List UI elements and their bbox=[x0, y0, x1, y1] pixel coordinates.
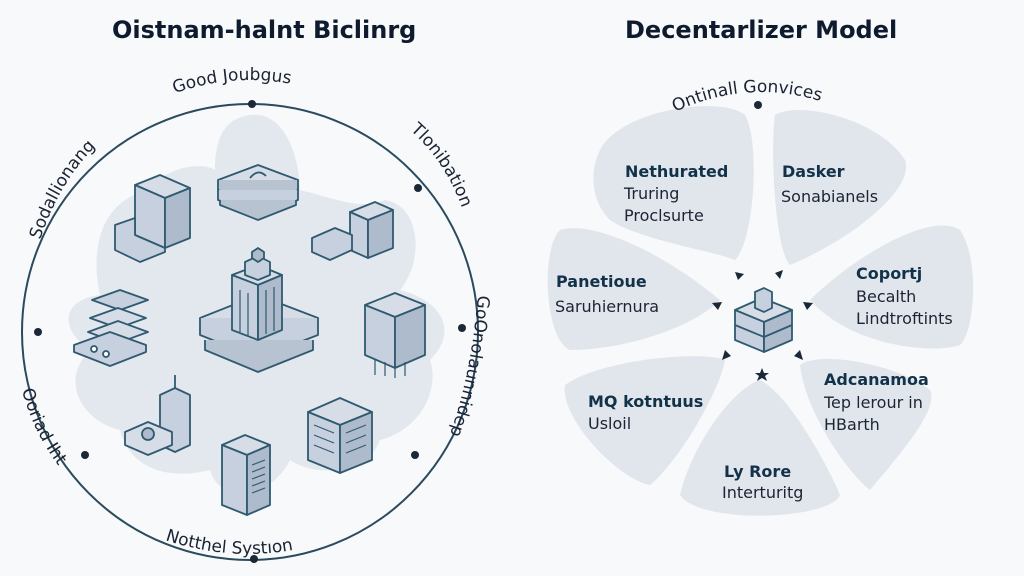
petal-5-line-1: HBarth bbox=[824, 415, 880, 434]
arrow-icon bbox=[775, 270, 783, 279]
server-building-icon bbox=[114, 174, 191, 263]
petal-5-title: Adcanamoa bbox=[824, 370, 929, 389]
ring-label-bottom: Notthel Systıon bbox=[164, 526, 295, 559]
hub-server-icon bbox=[734, 287, 793, 353]
petal-6-title: Ly Rore bbox=[724, 462, 792, 481]
hub-arrows bbox=[712, 270, 813, 381]
layered-storage-icon bbox=[73, 289, 149, 367]
data-center-icon bbox=[307, 397, 373, 474]
ring-label-top-left: Sodallionang bbox=[26, 136, 99, 242]
ring-label-top-right: Tlonibation bbox=[406, 118, 476, 210]
petal-1-line-0: Sonabianels bbox=[781, 187, 879, 206]
ring-label-bottom-left: Ooriad Iht bbox=[17, 386, 71, 469]
ring-label-right: GoOnolaunnidep bbox=[445, 295, 493, 440]
ring-label-top: Good Joubgus bbox=[170, 65, 293, 98]
petal-mq bbox=[564, 356, 725, 485]
network-device-icon bbox=[311, 201, 394, 261]
petal-3-title: Coportj bbox=[856, 264, 923, 283]
office-building-icon bbox=[364, 292, 426, 378]
arc-dot bbox=[754, 101, 762, 109]
petal-6-line-0: Interturitg bbox=[722, 483, 804, 502]
petal-adcanamoa bbox=[800, 359, 932, 490]
ring-node-dots bbox=[34, 100, 466, 563]
arrow-icon bbox=[794, 350, 803, 360]
star-icon bbox=[755, 368, 769, 381]
petal-3-line-1: Lindtroftints bbox=[856, 309, 953, 328]
ring-dot-bottom bbox=[250, 555, 258, 563]
petal-2-line-0: Saruhiernura bbox=[555, 297, 660, 316]
arrow-icon bbox=[803, 302, 813, 310]
petal-nethurated bbox=[593, 106, 754, 260]
right-diagram-title: Decentarlizer Model bbox=[625, 16, 898, 44]
arrow-icon bbox=[712, 302, 722, 310]
petal-4-title: MQ kotntuus bbox=[588, 392, 704, 411]
server-rack-icon bbox=[221, 434, 271, 516]
petal-coportj bbox=[810, 225, 974, 349]
database-stack-icon bbox=[217, 164, 299, 221]
cell-tower-icon bbox=[124, 375, 191, 456]
petal-0-title: Nethurated bbox=[625, 162, 729, 181]
ring-dot-right bbox=[458, 324, 466, 332]
ring-dot-bottom-right bbox=[411, 451, 419, 459]
ring-dot-bottom-left bbox=[81, 451, 89, 459]
petal-4-line-0: Usloil bbox=[588, 414, 632, 433]
petal-5-line-0: Tep lerour in bbox=[824, 393, 923, 412]
arrow-icon bbox=[722, 350, 731, 360]
ring-dot-top bbox=[248, 100, 256, 108]
petals bbox=[547, 106, 974, 516]
petal-1-title: Dasker bbox=[782, 162, 845, 181]
petal-0-line-1: Proclsurte bbox=[624, 206, 704, 225]
petal-0-line-0: Truring bbox=[624, 184, 680, 203]
petal-dasker bbox=[773, 110, 907, 265]
headquarters-tower-icon bbox=[199, 247, 319, 373]
ring-dot-top-right bbox=[414, 184, 422, 192]
ring-dot-left bbox=[34, 328, 42, 336]
petal-ly-rore bbox=[680, 380, 840, 516]
petal-3-line-0: Becalth bbox=[856, 287, 917, 306]
left-diagram-title: Oistnam-halnt Biclinrg bbox=[112, 16, 417, 44]
petal-panetioue bbox=[547, 228, 720, 350]
petal-2-title: Panetioue bbox=[556, 272, 647, 291]
arrow-icon bbox=[735, 272, 744, 280]
